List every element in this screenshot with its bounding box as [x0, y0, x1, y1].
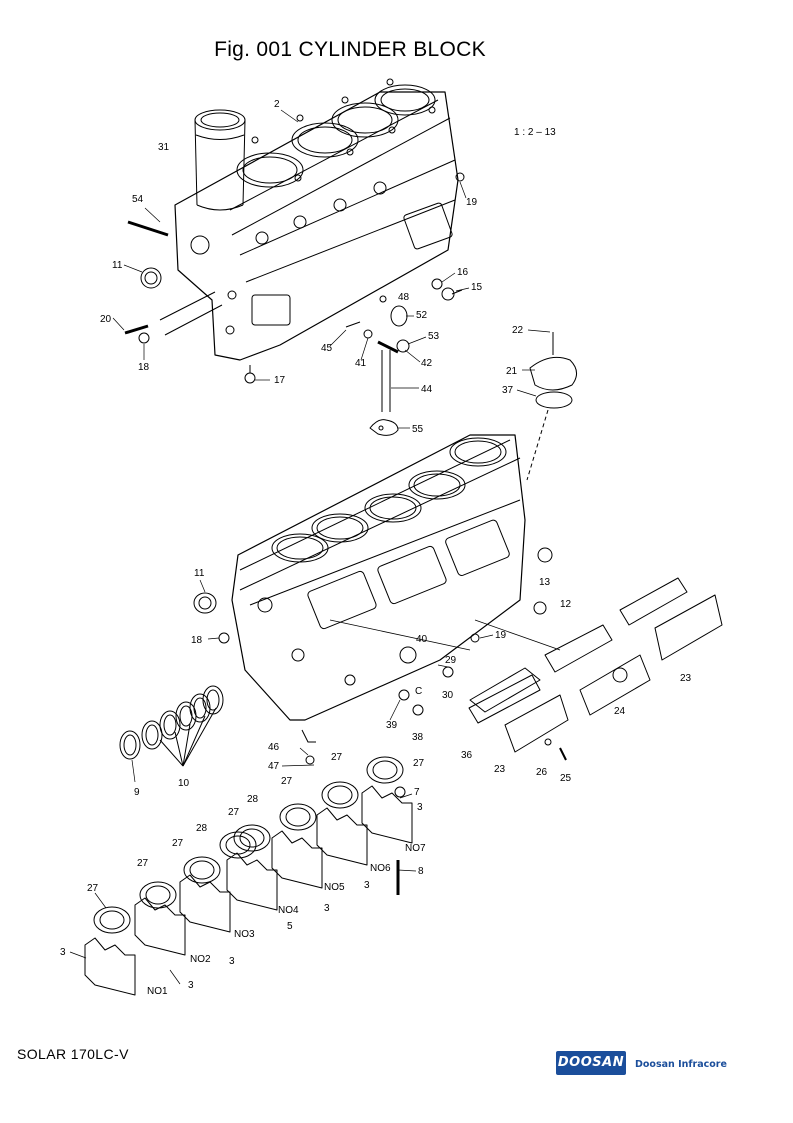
callout-no7: NO7 [405, 843, 426, 854]
callout-3-a: 3 [417, 802, 423, 813]
upper-small-parts [124, 172, 465, 436]
callout-no4: NO4 [278, 905, 299, 916]
callout-12: 12 [560, 599, 572, 610]
callout-36: 36 [461, 750, 473, 761]
callout-29: 29 [445, 655, 457, 666]
callout-37: 37 [502, 385, 514, 396]
callout-40: 40 [416, 634, 428, 645]
callout-52: 52 [416, 310, 428, 321]
upper-cylinder-block [159, 78, 459, 361]
callout-10: 10 [178, 778, 190, 789]
callout-27-d: 27 [228, 807, 240, 818]
leader-lines [69, 109, 551, 985]
main-bearing-caps [84, 756, 413, 996]
page-title: Fig. 001 CYLINDER BLOCK [214, 38, 486, 61]
callout-31: 31 [158, 142, 170, 153]
callout-39: 39 [386, 720, 398, 731]
callout-no1: NO1 [147, 986, 168, 997]
company-name: Doosan Infracore [635, 1059, 727, 1070]
callout-23: 23 [680, 673, 692, 684]
side-covers [329, 577, 723, 761]
callout-19: 19 [466, 197, 478, 208]
callout-41: 41 [355, 358, 367, 369]
callout-15: 15 [471, 282, 483, 293]
callout-48: 48 [398, 292, 410, 303]
callout-18-lower: 18 [191, 635, 203, 646]
callout-26: 26 [536, 767, 548, 778]
callout-28-a: 28 [247, 794, 259, 805]
callout-16: 16 [457, 267, 469, 278]
callout-no6: NO6 [370, 863, 391, 874]
callout-18: 18 [138, 362, 150, 373]
cylinder-liner [194, 109, 246, 211]
callout-21: 21 [506, 366, 518, 377]
callout-25: 25 [560, 773, 572, 784]
callout-c: C [415, 686, 422, 697]
callout-53: 53 [428, 331, 440, 342]
callout-no5: NO5 [324, 882, 345, 893]
callout-8: 8 [418, 866, 424, 877]
callout-20: 20 [100, 314, 112, 325]
callout-24: 24 [614, 706, 626, 717]
callout-22: 22 [512, 325, 524, 336]
callout-3-f: 3 [188, 980, 194, 991]
callout-3-c: 3 [324, 903, 330, 914]
callout-30: 30 [442, 690, 454, 701]
scale-label: 1 : 2 – 13 [514, 127, 556, 138]
cover-plate [526, 332, 577, 481]
callout-2: 2 [274, 99, 280, 110]
callout-no3: NO3 [234, 929, 255, 940]
callout-42: 42 [421, 358, 433, 369]
callout-3-d: 3 [229, 956, 235, 967]
model-name: SOLAR 170LC-V [17, 1046, 129, 1062]
callout-45: 45 [321, 343, 333, 354]
callout-11-lower: 11 [194, 568, 205, 579]
seal-rings [119, 685, 224, 767]
callout-9: 9 [134, 787, 140, 798]
callout-27-f: 27 [137, 858, 149, 869]
callout-47: 47 [268, 761, 280, 772]
callout-no2: NO2 [190, 954, 211, 965]
callout-46: 46 [268, 742, 280, 753]
callout-19-lower: 19 [495, 630, 507, 641]
doosan-logo: DOOSAN [556, 1051, 626, 1075]
callout-27-g: 27 [87, 883, 99, 894]
callout-5: 5 [287, 921, 293, 932]
callout-54: 54 [132, 194, 144, 205]
callout-11: 11 [112, 260, 123, 271]
callout-44: 44 [421, 384, 433, 395]
callout-17: 17 [274, 375, 286, 386]
callout-55: 55 [412, 424, 424, 435]
callout-28-b: 28 [196, 823, 208, 834]
lower-cylinder-block [231, 434, 553, 721]
callout-27-a: 27 [331, 752, 343, 763]
callout-3-b: 3 [364, 880, 370, 891]
callout-23-lower: 23 [494, 764, 506, 775]
callout-13: 13 [539, 577, 551, 588]
callout-38: 38 [412, 732, 424, 743]
lower-small-parts [193, 592, 480, 895]
callout-27-e: 27 [172, 838, 184, 849]
callout-7: 7 [414, 787, 420, 798]
callout-27-c: 27 [281, 776, 293, 787]
callout-labels: 2 31 54 11 20 18 17 19 16 15 48 52 53 45… [60, 99, 692, 997]
callout-3-e: 3 [60, 947, 66, 958]
callout-27-b: 27 [413, 758, 425, 769]
logo-text: DOOSAN [557, 1055, 625, 1070]
